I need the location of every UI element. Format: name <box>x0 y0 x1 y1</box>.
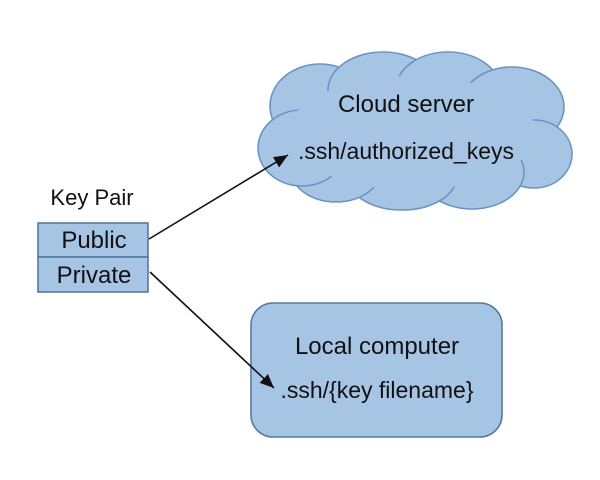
key-pair-label: Key Pair <box>50 185 133 210</box>
local-computer-title: Local computer <box>295 333 459 360</box>
local-computer-path: .ssh/{key filename} <box>280 377 473 403</box>
arrow-public-to-cloud <box>148 154 289 240</box>
cloud-body <box>288 76 536 190</box>
local-computer-node: Local computer .ssh/{key filename} <box>250 302 503 438</box>
public-key-label: Public <box>61 227 126 254</box>
arrow-private-to-local <box>149 271 275 389</box>
local-computer-box <box>250 302 503 438</box>
cloud-server-node: Cloud server .ssh/authorized_keys <box>257 51 573 211</box>
private-key-label: Private <box>57 262 132 289</box>
key-pair-node: Key Pair Public Private <box>37 185 149 293</box>
private-key-cell <box>37 256 149 293</box>
public-key-cell <box>37 222 149 258</box>
cloud-server-title: Cloud server <box>338 91 474 118</box>
cloud-server-path: .ssh/authorized_keys <box>298 138 514 164</box>
